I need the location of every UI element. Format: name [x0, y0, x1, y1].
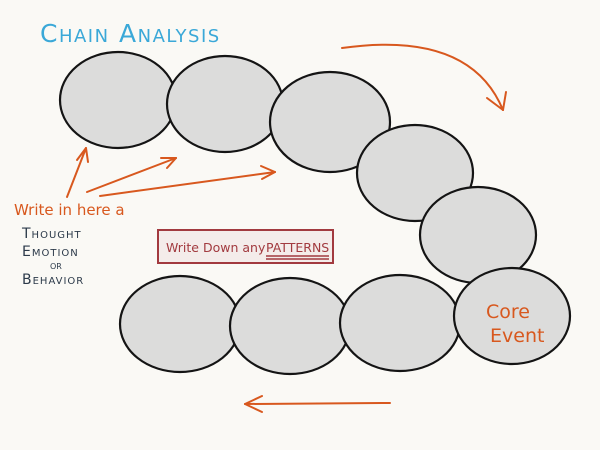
instruction-behavior: Behavior: [22, 272, 84, 288]
chain-link-core-event: [452, 266, 572, 366]
patterns-box-prefix: Write Down any: [166, 240, 266, 255]
chain-link-8: [228, 276, 352, 376]
pointer-arrows: [66, 147, 276, 198]
flow-arrow-top: [341, 43, 507, 111]
chain-link-2: [165, 54, 285, 154]
pointer-arrow-3: [99, 171, 276, 197]
patterns-box-emphasis: PATTERNS: [266, 240, 329, 255]
chain-link-9: [338, 273, 462, 373]
core-event-label-line1: Core: [486, 301, 530, 323]
instruction-thought: Thought: [21, 226, 82, 242]
patterns-box: Write Down any PATTERNS: [157, 229, 334, 264]
instruction-emotion: Emotion: [22, 244, 79, 260]
instruction-or: or: [50, 259, 62, 272]
chain-link-1: [58, 50, 178, 150]
pointer-arrow-1: [66, 147, 87, 198]
chain-link-3: [268, 70, 392, 174]
instruction-line-1: Write in here a: [14, 201, 125, 219]
flow-arrow-bottom: [244, 395, 391, 413]
page-title: Chain Analysis: [40, 19, 221, 48]
pointer-arrow-2: [86, 157, 177, 193]
core-event-label-line2: Event: [490, 325, 544, 347]
chain-link-7: [118, 274, 242, 374]
